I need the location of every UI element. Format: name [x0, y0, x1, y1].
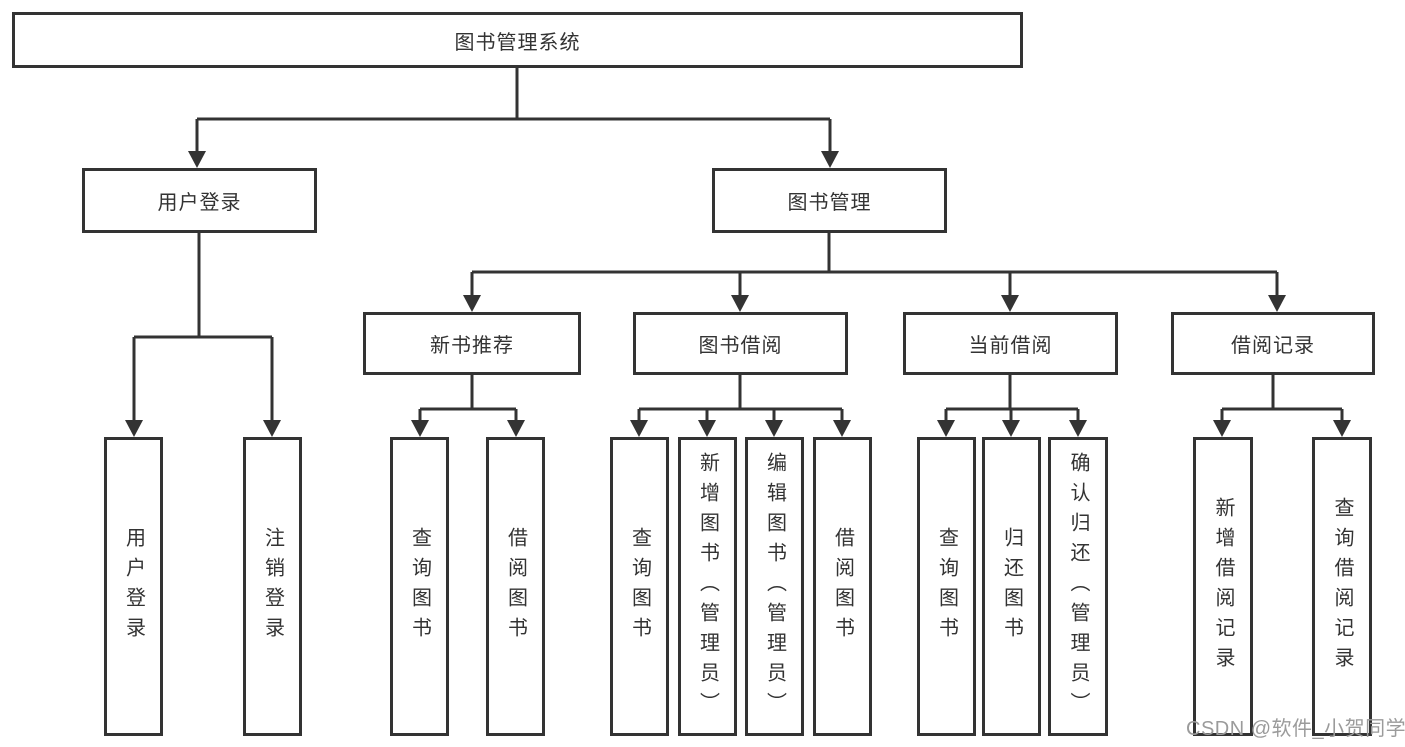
node-book-management: 图书管理	[712, 168, 947, 233]
node-current-borrowing-label: 当前借阅	[968, 335, 1053, 357]
leaf-logout-label: 注销登录	[261, 526, 284, 647]
leaf-borrow-books-recommend-label: 借阅图书	[504, 526, 527, 647]
node-new-book-recommend: 新书推荐	[363, 312, 581, 375]
connector-new-book-split	[418, 375, 518, 425]
node-borrowing-records: 借阅记录	[1171, 312, 1375, 375]
node-book-management-label: 图书管理	[787, 192, 872, 214]
leaf-query-books-recommend: 查询图书	[390, 437, 449, 736]
node-user-login-label: 用户登录	[157, 192, 242, 214]
leaf-borrow-books-recommend: 借阅图书	[486, 437, 545, 736]
leaf-query-books-recommend-label: 查询图书	[408, 526, 431, 647]
node-borrowing-records-label: 借阅记录	[1231, 335, 1315, 357]
leaf-query-borrow-record-label: 查询借阅记录	[1331, 496, 1353, 677]
node-new-book-recommend-label: 新书推荐	[430, 335, 514, 357]
connector-user-login-split	[132, 233, 274, 425]
node-root-label: 图书管理系统	[454, 31, 581, 54]
connector-current-borrow-split	[944, 375, 1080, 425]
leaf-add-borrow-record: 新增借阅记录	[1193, 437, 1253, 736]
csdn-watermark: CSDN @软件_小贺同学	[1186, 718, 1405, 740]
node-book-borrowing-label: 图书借阅	[698, 335, 783, 357]
leaf-query-books-current: 查询图书	[917, 437, 976, 736]
leaf-query-borrow-record: 查询借阅记录	[1312, 437, 1372, 736]
connector-borrow-record-split	[1220, 375, 1344, 425]
leaf-confirm-return-admin-label: 确认归还（管理员）	[1067, 451, 1089, 722]
leaf-user-login: 用户登录	[104, 437, 163, 736]
connector-root-split	[195, 68, 832, 156]
leaf-logout: 注销登录	[243, 437, 302, 736]
leaf-edit-book-admin-label: 编辑图书（管理员）	[763, 451, 786, 722]
leaf-return-book: 归还图书	[982, 437, 1041, 736]
leaf-add-book-admin-label: 新增图书（管理员）	[696, 451, 719, 722]
leaf-return-book-label: 归还图书	[1000, 526, 1023, 647]
leaf-query-books-borrow-label: 查询图书	[628, 526, 651, 647]
node-root: 图书管理系统	[12, 12, 1023, 68]
node-current-borrowing: 当前借阅	[903, 312, 1118, 375]
node-book-borrowing: 图书借阅	[633, 312, 848, 375]
leaf-query-books-current-label: 查询图书	[935, 526, 958, 647]
leaf-user-login-label: 用户登录	[122, 526, 145, 647]
node-user-login: 用户登录	[82, 168, 317, 233]
leaf-query-books-borrow: 查询图书	[610, 437, 669, 736]
connector-book-borrow-split	[637, 375, 844, 425]
leaf-borrow-books: 借阅图书	[813, 437, 872, 736]
leaf-add-borrow-record-label: 新增借阅记录	[1212, 496, 1234, 677]
leaf-confirm-return-admin: 确认归还（管理员）	[1048, 437, 1108, 736]
leaf-borrow-books-label: 借阅图书	[831, 526, 854, 647]
connector-book-mgmt-split	[470, 233, 1279, 300]
leaf-add-book-admin: 新增图书（管理员）	[678, 437, 737, 736]
leaf-edit-book-admin: 编辑图书（管理员）	[745, 437, 804, 736]
